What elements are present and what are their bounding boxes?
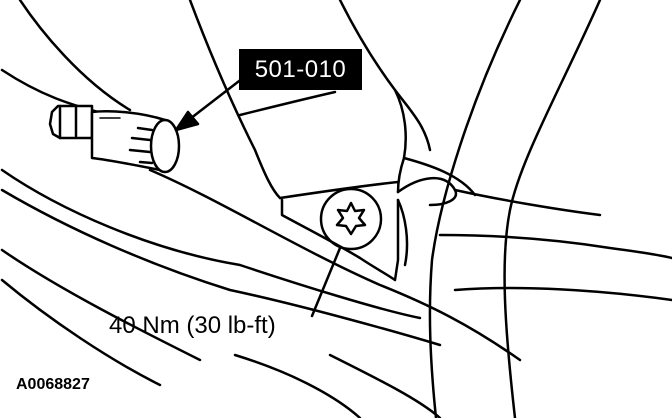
mounting-plate (280, 198, 409, 282)
tool-number-label: 501-010 (239, 49, 362, 90)
torque-leader-line (310, 246, 342, 318)
upper-housing (188, 0, 477, 207)
right-frame (428, 0, 672, 418)
torx-bolt-icon (319, 187, 383, 251)
figure-id-label: A0068827 (16, 376, 90, 393)
tool-leader-arrow (174, 76, 245, 132)
background-contours (0, 0, 522, 418)
torx-socket-icon (48, 104, 181, 174)
torque-spec-label: 40 Nm (30 lb-ft) (109, 312, 276, 339)
